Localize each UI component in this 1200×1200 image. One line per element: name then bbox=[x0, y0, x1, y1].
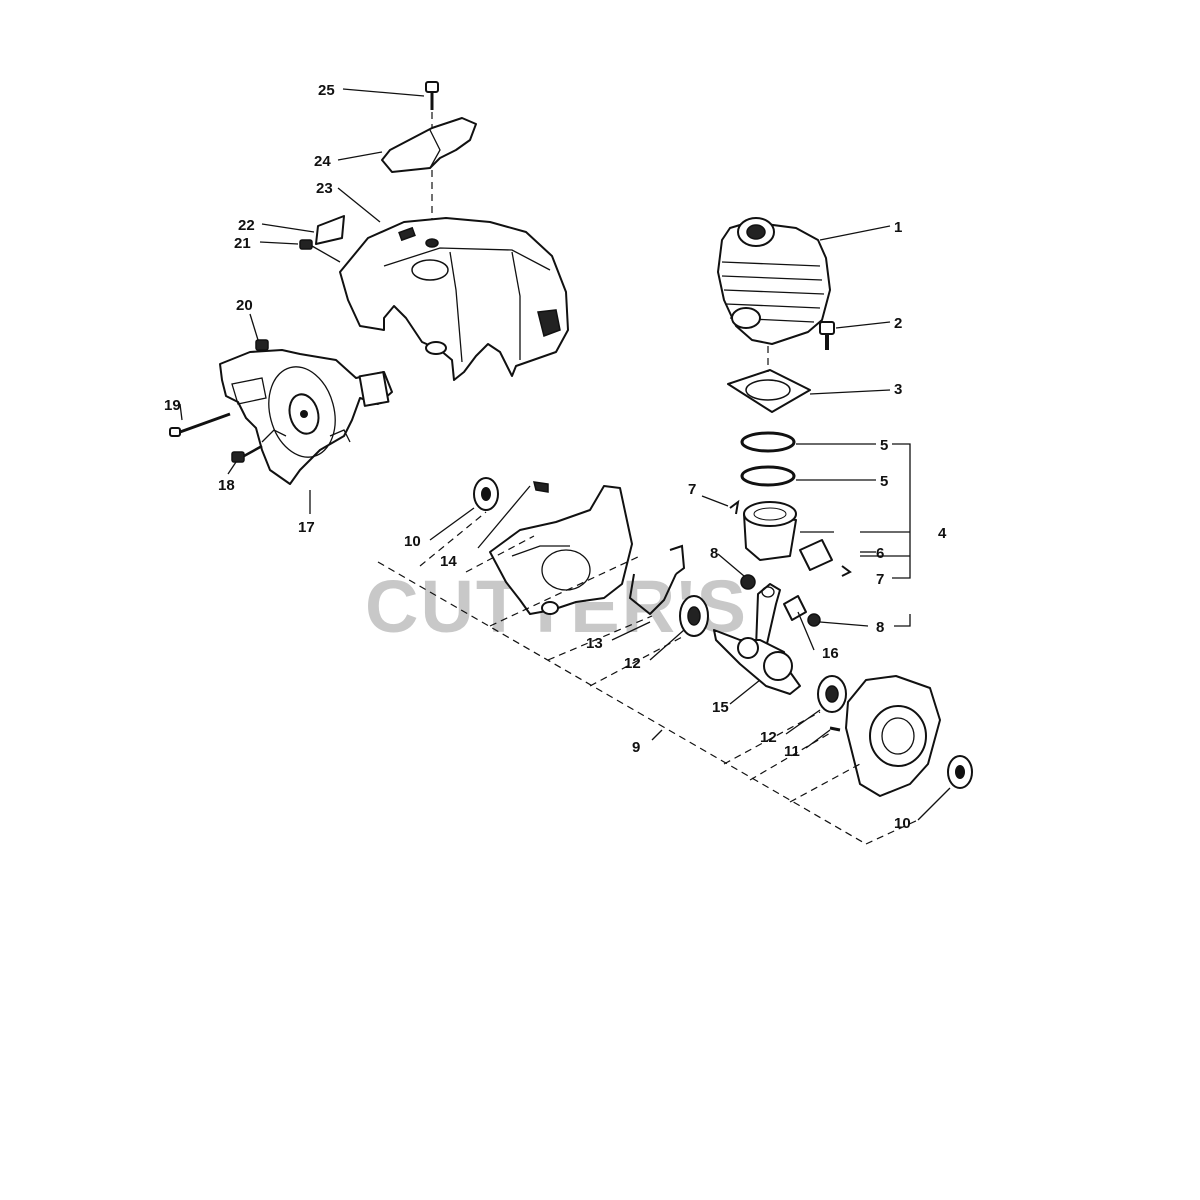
part-22-decal bbox=[315, 215, 345, 245]
part-1-cylinder bbox=[717, 217, 831, 345]
callout-4: 4 bbox=[938, 525, 947, 542]
callout-24: 24 bbox=[314, 153, 331, 170]
part-8-needle-bearings bbox=[740, 574, 821, 627]
callout-22: 22 bbox=[238, 217, 255, 234]
callout-14: 14 bbox=[440, 553, 457, 570]
part-13-wire bbox=[628, 544, 686, 616]
part-24-bracket bbox=[381, 117, 477, 222]
callout-8a: 8 bbox=[710, 545, 718, 562]
callout-16: 16 bbox=[822, 645, 839, 662]
part-17-fan-housing bbox=[219, 349, 393, 485]
part-4-piston bbox=[743, 501, 797, 561]
part-7-clips bbox=[729, 499, 852, 577]
part-20-screw bbox=[255, 339, 269, 351]
callout-11: 11 bbox=[784, 743, 800, 760]
part-21-screw bbox=[299, 239, 341, 263]
callout-25: 25 bbox=[318, 82, 335, 99]
callout-13: 13 bbox=[586, 635, 603, 652]
part-10-seals bbox=[473, 477, 973, 789]
part-25-bolt bbox=[425, 81, 439, 110]
part-14-crankcase bbox=[489, 481, 633, 615]
callouts: 25 24 23 22 21 20 19 18 17 1 2 3 5 5 4 6… bbox=[164, 82, 947, 832]
callout-7b: 7 bbox=[876, 571, 884, 588]
callout-21: 21 bbox=[234, 235, 251, 252]
part-19-screw bbox=[169, 412, 231, 437]
part-6-piston-pin bbox=[799, 539, 833, 571]
callout-3: 3 bbox=[894, 381, 902, 398]
callout-15: 15 bbox=[712, 699, 729, 716]
callout-17: 17 bbox=[298, 519, 315, 536]
callout-9: 9 bbox=[632, 739, 640, 756]
callout-23: 23 bbox=[316, 180, 333, 197]
part-3-gasket bbox=[727, 369, 811, 413]
part-12-bearings bbox=[679, 595, 847, 713]
callout-10a: 10 bbox=[404, 533, 421, 550]
part-2-spark-plug bbox=[819, 321, 835, 350]
callout-20: 20 bbox=[236, 297, 253, 314]
callout-8b: 8 bbox=[876, 619, 884, 636]
part-15-crankshaft bbox=[713, 583, 801, 695]
callout-12a: 12 bbox=[624, 655, 641, 672]
callout-6: 6 bbox=[876, 545, 884, 562]
callout-7a: 7 bbox=[688, 481, 696, 498]
part-5-piston-rings bbox=[740, 431, 796, 487]
callout-5a: 5 bbox=[880, 437, 888, 454]
assembly-dashed-lines bbox=[377, 112, 919, 845]
callout-18: 18 bbox=[218, 477, 235, 494]
leader-lines bbox=[179, 88, 951, 821]
callout-12b: 12 bbox=[760, 729, 777, 746]
callout-2: 2 bbox=[894, 315, 902, 332]
part-18-screw bbox=[231, 444, 263, 463]
part-16-needle-cage bbox=[783, 595, 807, 621]
callout-1: 1 bbox=[894, 219, 902, 236]
part-11-pin bbox=[829, 726, 841, 732]
callout-5b: 5 bbox=[880, 473, 888, 490]
callout-10b: 10 bbox=[894, 815, 911, 832]
part-23-engine-cover bbox=[339, 217, 569, 381]
crankcase-right-half bbox=[845, 675, 941, 797]
callout-19: 19 bbox=[164, 397, 181, 414]
